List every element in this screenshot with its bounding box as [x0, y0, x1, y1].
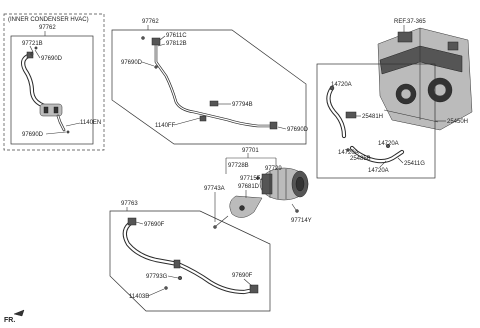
lower-callout-11403B: 11403B — [129, 294, 149, 300]
inner-callout-97690D-a: 97690D — [41, 56, 63, 62]
compressor-callout-97728B: 97728B — [228, 163, 249, 169]
engine-group: REF.37-365 14720A 25481H 14720A 14720A 2… — [316, 19, 473, 179]
compressor-callout-97714Y: 97714Y — [291, 218, 312, 224]
compressor-callout-97729: 97729 — [265, 166, 282, 172]
upper-fitting — [151, 37, 161, 46]
lower-clamp — [173, 259, 181, 269]
lower-fitting-end — [249, 284, 259, 294]
engine-callout-14720A-c: 14720A — [338, 150, 359, 156]
upper-bracket — [209, 100, 219, 107]
compressor-callout-97681D: 97681D — [238, 184, 260, 190]
compressor-part-97701: 97701 — [242, 148, 259, 154]
inner-condenser-title: (INNER CONDENSER HVAC) — [8, 17, 89, 23]
upper-end-fitting — [269, 121, 278, 130]
upper-part-97762: 97762 — [142, 19, 159, 25]
lower-callout-97690F-b: 97690F — [232, 273, 253, 279]
lower-parts-box — [109, 210, 271, 312]
compressor-callout-97715F: 97715F — [240, 176, 261, 182]
lower-callout-97793G: 97793G — [146, 274, 168, 280]
engine-callout-14720A-a: 14720A — [331, 82, 352, 88]
lower-hose-group: 97763 97690F 97793G 97690F 11403B — [109, 201, 271, 312]
lower-callout-97690F-a: 97690F — [144, 222, 165, 228]
upper-callout-1140FF: 1140FF — [155, 123, 176, 129]
engine-ref-label: REF.37-365 — [394, 19, 426, 25]
compressor-bracket — [229, 195, 263, 218]
compressor-callout-97743A: 97743A — [204, 186, 225, 192]
engine-callout-25411G: 25411G — [404, 161, 425, 167]
inner-part-97762: 97762 — [39, 25, 56, 31]
sensor-25481H — [345, 111, 357, 119]
compressor-group: 97701 97728B 97729 97715F 97743A 97681D … — [204, 148, 312, 229]
direction-indicator: FR. — [4, 309, 25, 324]
engine-callout-14720A-d: 14720A — [368, 168, 389, 174]
upper-callout-97611C: 97611C — [166, 33, 187, 39]
engine-part-25450H: 25450H — [447, 119, 468, 125]
upper-callout-97690D-b: 97690D — [287, 127, 309, 133]
engine-callout-25485B: 25485B — [350, 156, 371, 162]
inner-condenser-group: (INNER CONDENSER HVAC) 97762 97721B 9769… — [3, 13, 105, 151]
inner-parts-box — [10, 35, 94, 145]
engine-callout-14720A-b: 14720A — [378, 141, 399, 147]
upper-callout-97812B: 97812B — [166, 41, 187, 47]
inner-callout-1140EN: 1140EN — [80, 120, 101, 126]
upper-callout-97794B: 97794B — [232, 102, 253, 108]
receiver-cylinder — [39, 103, 63, 117]
engine-callout-25481H: 25481H — [362, 114, 383, 120]
lower-fitting-top — [127, 217, 137, 226]
direction-label: FR. — [4, 317, 15, 324]
upper-hose-group: 97762 97611C 97812B 97690D 97794B 1140FF… — [111, 19, 309, 145]
inner-callout-97721B: 97721B — [22, 41, 43, 47]
inner-condenser-frame — [3, 13, 105, 151]
inner-callout-97690D-b: 97690D — [22, 132, 44, 138]
lower-part-97763: 97763 — [121, 201, 138, 207]
upper-callout-97690D-a: 97690D — [121, 60, 143, 66]
front-arrow-icon — [13, 309, 25, 317]
upper-parts-box — [111, 29, 307, 145]
